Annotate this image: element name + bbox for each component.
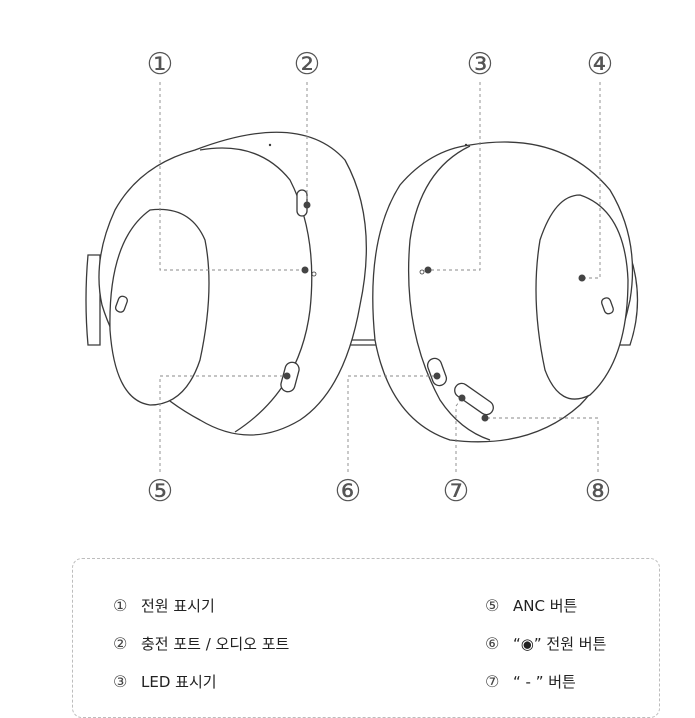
legend-number: ② (113, 634, 128, 653)
right-led-hole (419, 269, 425, 275)
legend-item: ⑤ ANC 버튼 (485, 595, 577, 616)
left-ear-plate (109, 208, 210, 406)
legend-text: 충전 포트 / 오디오 포트 (141, 635, 290, 653)
left-slider (114, 295, 128, 313)
headphone-diagram (85, 82, 639, 472)
callout-4: ④ (586, 47, 614, 82)
dot-4 (578, 274, 586, 282)
callout-8: ⑧ (584, 474, 612, 509)
leader-1 (159, 82, 305, 271)
leader-5 (159, 375, 287, 472)
dot-6 (433, 372, 441, 380)
legend-number: ⑥ (485, 634, 500, 653)
leader-8 (485, 417, 599, 472)
legend-item: ② 충전 포트 / 오디오 포트 (113, 633, 289, 654)
dot-5 (283, 372, 291, 380)
right-ear-plate (535, 194, 629, 400)
leader-3 (428, 82, 481, 271)
legend-number: ③ (113, 672, 128, 691)
right-top-mark (464, 143, 468, 147)
callout-7: ⑦ (442, 474, 470, 509)
legend-number: ⑤ (485, 596, 500, 615)
left-top-mark (268, 143, 272, 147)
legend-text: “◉” 전원 버튼 (513, 635, 607, 653)
legend-item: ① 전원 표시기 (113, 595, 215, 616)
right-volume-slot (454, 382, 494, 416)
dot-7 (458, 394, 466, 402)
legend-item: ⑦ “ - ” 버튼 (485, 671, 576, 692)
right-slider (600, 297, 614, 315)
dot-1 (301, 266, 309, 274)
legend-text: “ - ” 버튼 (513, 673, 576, 691)
legend-box: ① 전원 표시기 ② 충전 포트 / 오디오 포트 ③ LED 표시기 ⑤ ANC 버튼… (72, 558, 660, 718)
legend-item: ③ LED 표시기 (113, 671, 217, 692)
legend-number: ① (113, 596, 128, 615)
right-cup-rim (407, 145, 491, 441)
right-anc-slot (426, 357, 448, 387)
legend-text: 전원 표시기 (141, 597, 215, 615)
legend-item: ⑥ “◉” 전원 버튼 (485, 633, 606, 654)
left-headband-stub (85, 254, 101, 346)
callout-1: ① (146, 47, 174, 82)
callout-5: ⑤ (146, 474, 174, 509)
leader-6 (347, 375, 437, 472)
legend-text: ANC 버튼 (513, 597, 578, 615)
callout-6: ⑥ (334, 474, 362, 509)
callout-2: ② (293, 47, 321, 82)
legend-number: ⑦ (485, 672, 500, 691)
callout-3: ③ (466, 47, 494, 82)
dot-3 (424, 266, 432, 274)
dot-2 (303, 201, 311, 209)
left-led-hole (311, 271, 317, 277)
dot-8 (481, 414, 489, 422)
legend-text: LED 표시기 (141, 673, 217, 691)
